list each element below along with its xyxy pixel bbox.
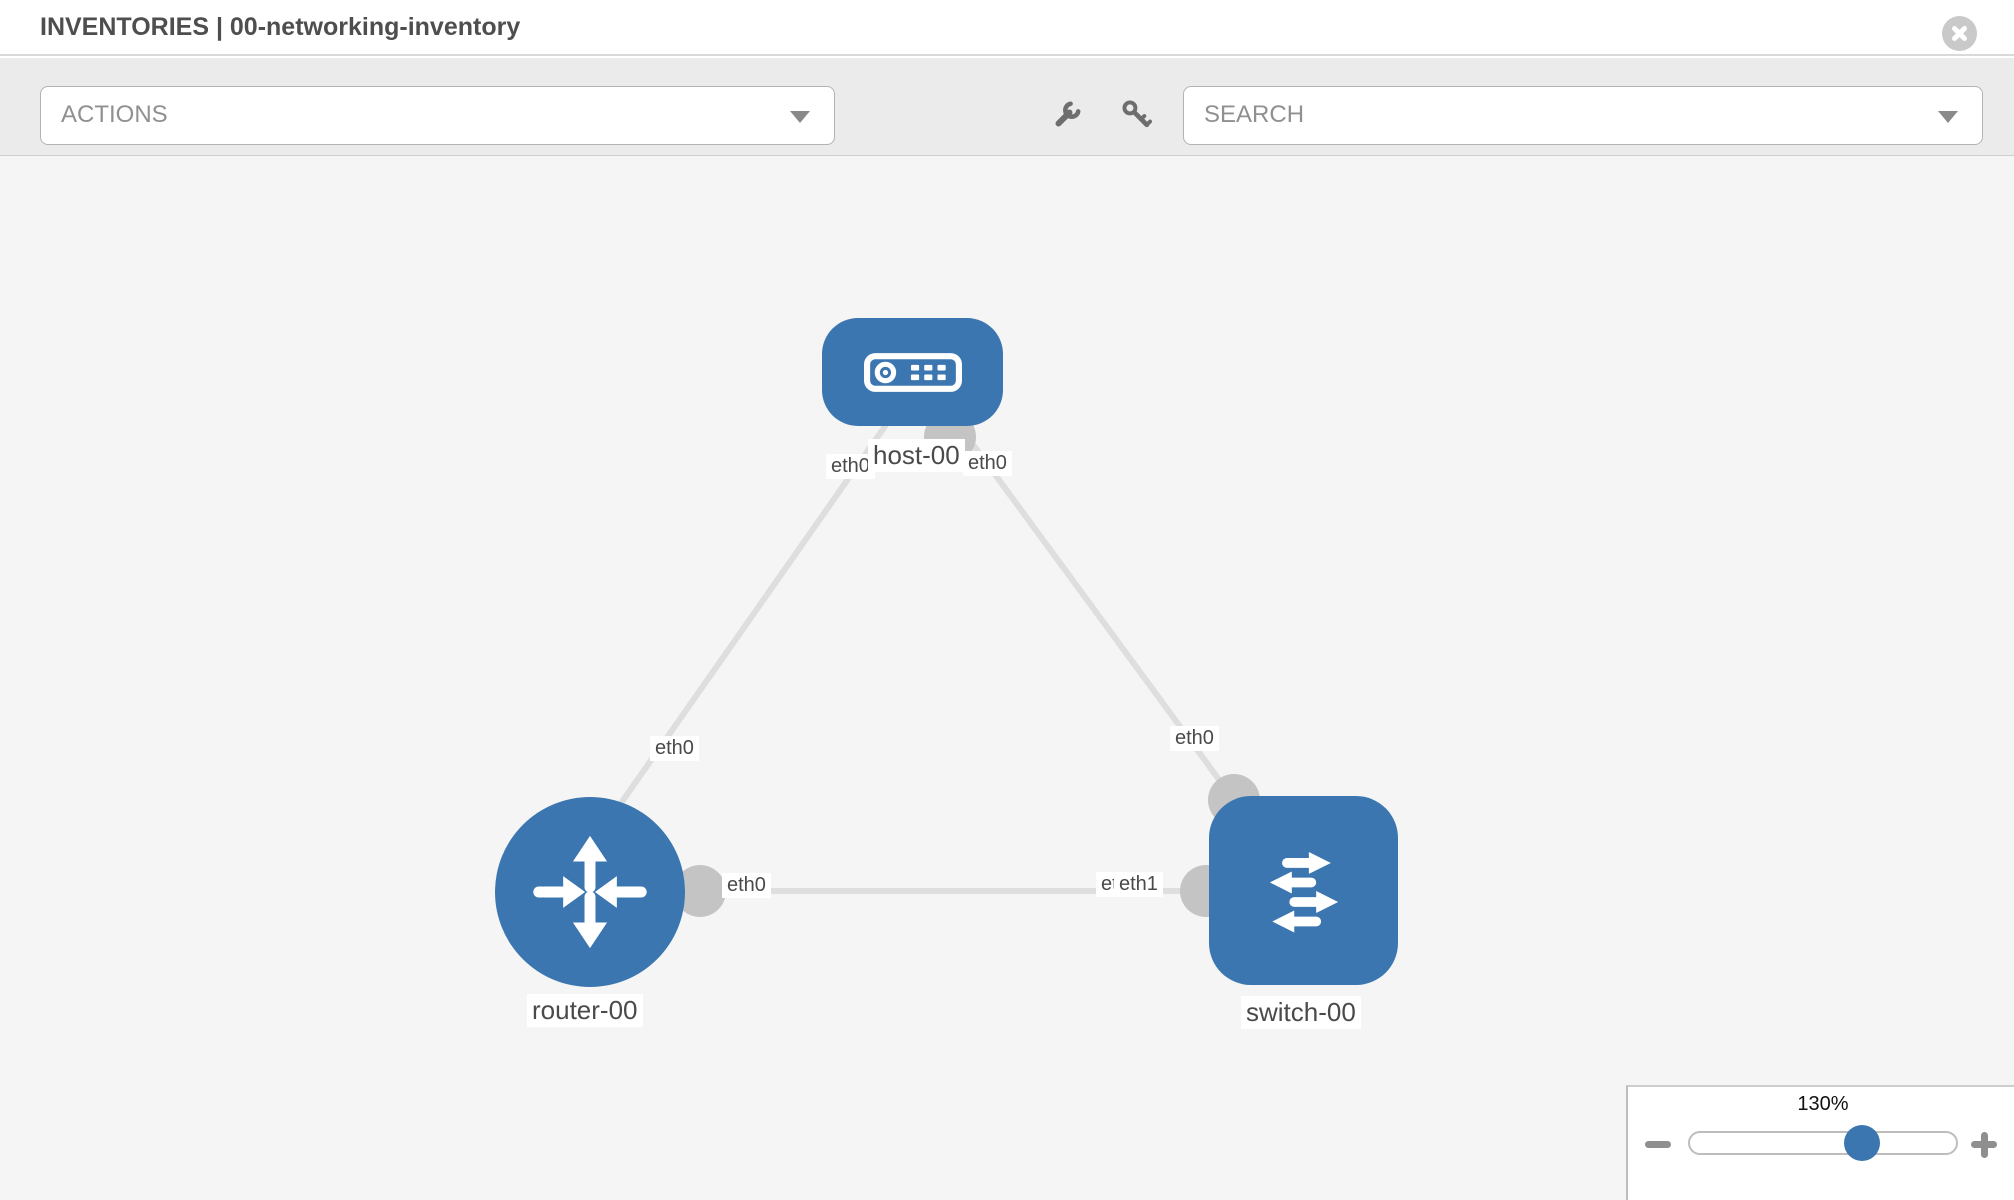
toolbar: ACTIONS SEARCH <box>0 58 2014 156</box>
link-host-router <box>595 420 891 838</box>
page-title: INVENTORIES | 00-networking-inventory <box>40 13 521 41</box>
header-bar: INVENTORIES | 00-networking-inventory <box>0 0 2014 56</box>
zoom-out-icon[interactable] <box>1642 1128 1674 1160</box>
search-dropdown[interactable]: SEARCH <box>1183 86 1983 145</box>
zoom-in-icon[interactable] <box>1968 1128 2000 1160</box>
chevron-down-icon <box>790 111 810 123</box>
router-icon <box>533 835 647 949</box>
key-icon[interactable] <box>1120 98 1154 132</box>
wrench-icon[interactable] <box>1050 98 1084 132</box>
node-router-00[interactable] <box>495 797 685 987</box>
plus-bar <box>1980 1131 1988 1158</box>
search-dropdown-label: SEARCH <box>1204 101 1305 128</box>
node-label-host: host-00 <box>868 439 965 472</box>
actions-dropdown[interactable]: ACTIONS <box>40 86 835 145</box>
zoom-slider-thumb[interactable] <box>1844 1125 1880 1161</box>
chevron-down-icon <box>1938 111 1958 123</box>
zoom-level-value: 130% <box>1797 1093 1849 1115</box>
interface-port-dot <box>674 865 726 917</box>
node-label-switch: switch-00 <box>1241 996 1361 1029</box>
switch-icon <box>1269 851 1338 932</box>
topology-links-layer <box>595 411 1260 917</box>
server-icon <box>863 352 962 392</box>
minus-bar <box>1645 1141 1671 1148</box>
node-switch-00[interactable] <box>1209 796 1398 985</box>
node-host-00[interactable] <box>822 318 1003 426</box>
iface-label: eth1 <box>1114 872 1163 897</box>
iface-label: eth0 <box>1170 726 1219 751</box>
iface-label: eth0 <box>963 451 1012 476</box>
node-label-router: router-00 <box>527 994 643 1027</box>
iface-label: eth0 <box>826 454 875 479</box>
iface-label: eth0 <box>722 873 771 898</box>
zoom-slider-track[interactable] <box>1688 1131 1958 1155</box>
actions-dropdown-label: ACTIONS <box>61 101 168 128</box>
zoom-control-panel: 130% <box>1626 1085 2014 1200</box>
topology-canvas[interactable]: host-00 router-00 switch-00 eth0 eth0 et… <box>0 156 2014 1200</box>
iface-label: eth0 <box>650 736 699 761</box>
close-icon[interactable] <box>1942 16 1977 51</box>
